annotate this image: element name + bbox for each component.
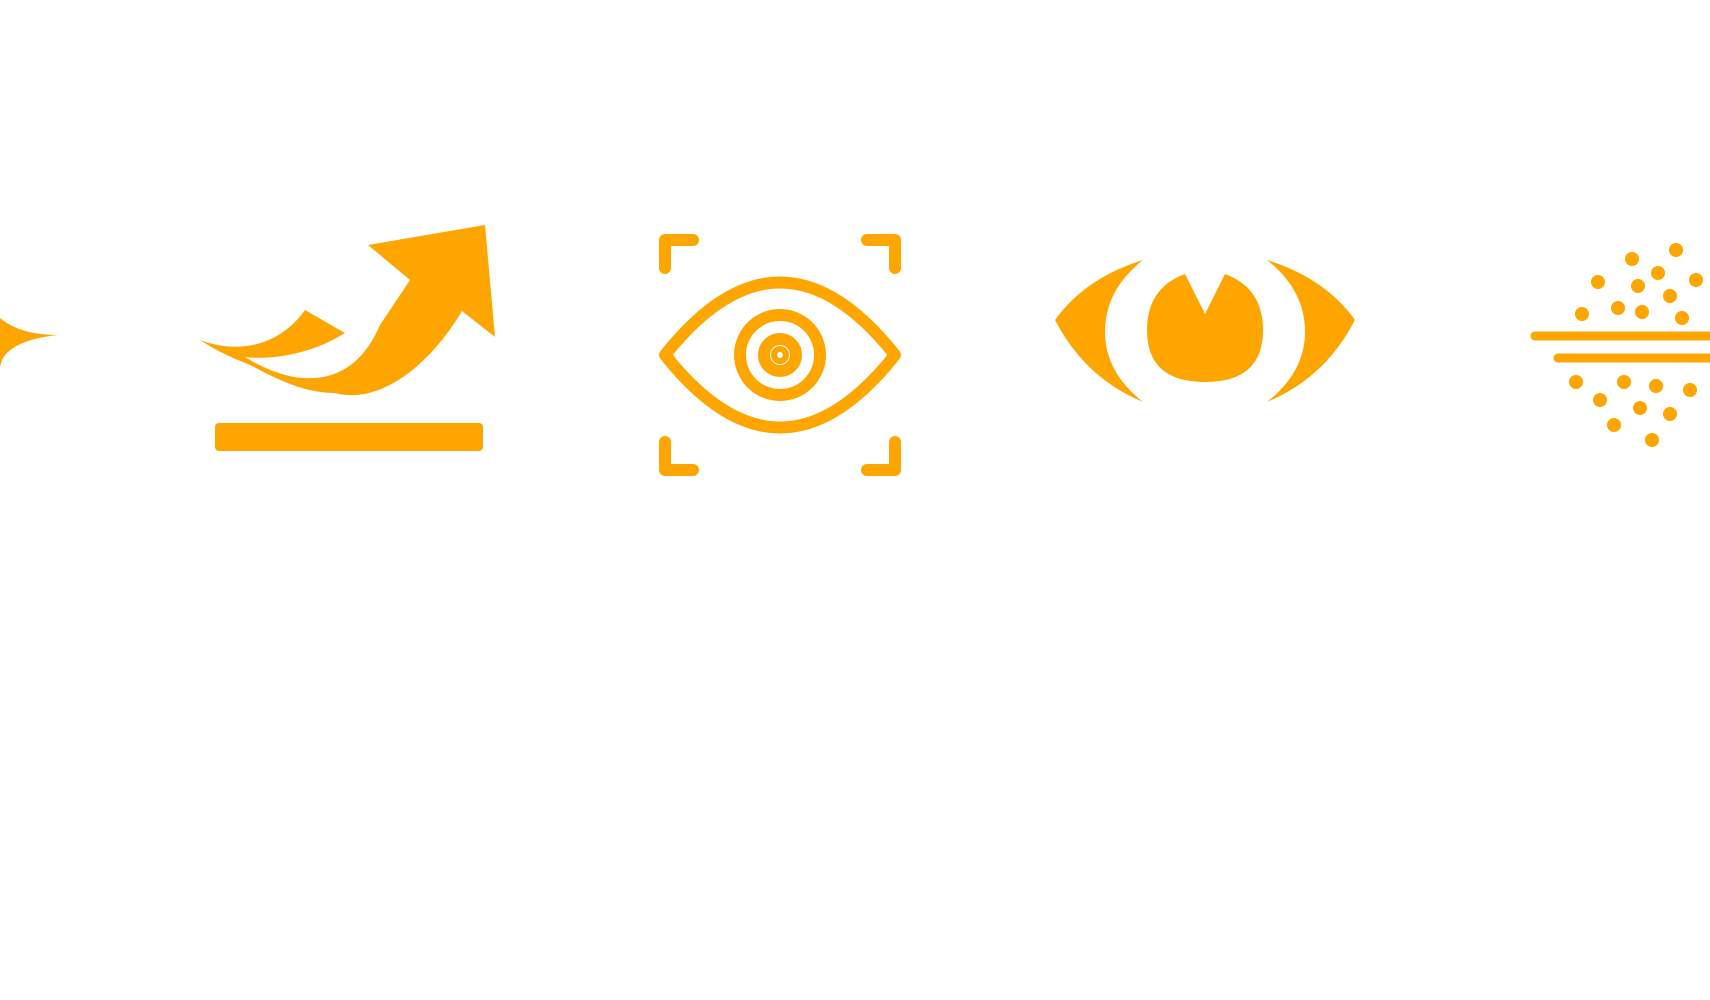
eye-scan-icon [659,234,901,476]
dots-pattern-icon [1530,243,1710,447]
eye-solid-icon [1055,260,1355,402]
growth-arrow-icon [200,225,495,451]
sun-burst-icon [0,318,58,400]
